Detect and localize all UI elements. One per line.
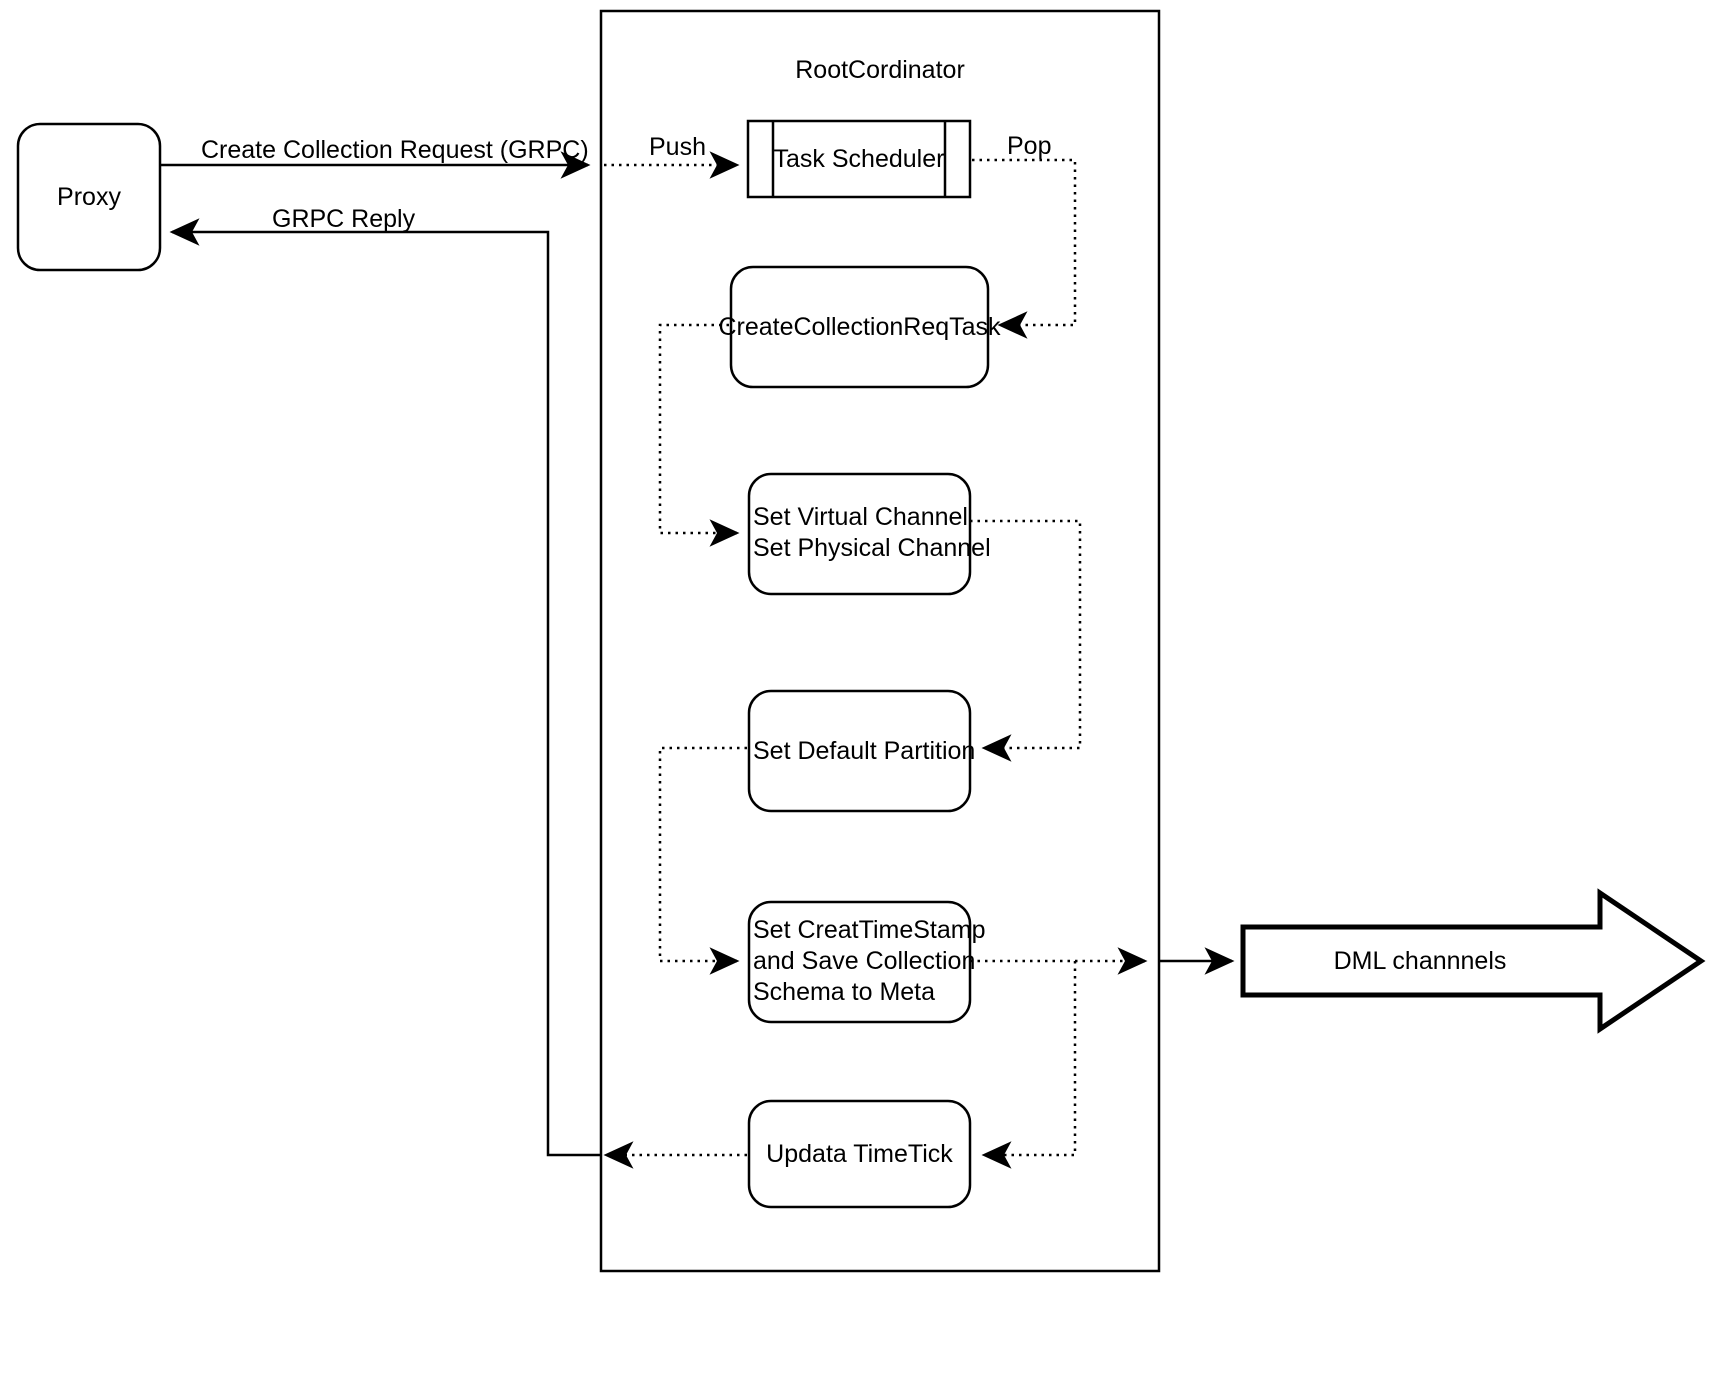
edge-label-push: Push (649, 133, 706, 161)
set-timestamp-save-meta-node-shape[interactable] (747, 900, 972, 1024)
edge-label-create-collection-request: Create Collection Request (GRPC) (201, 136, 589, 164)
rootcordinator-container (599, 9, 1161, 1273)
task-scheduler-node-shape[interactable] (746, 119, 972, 199)
dml-channels-node-shape[interactable] (1240, 888, 1706, 1034)
proxy-node-shape[interactable] (16, 122, 162, 272)
edge-task-to-set-channels (658, 323, 740, 547)
set-channels-node-shape[interactable] (747, 472, 972, 596)
edge-default-partition-to-timestamp (658, 746, 747, 975)
edge-set-channels-to-default-partition (970, 519, 1082, 762)
set-default-partition-node-shape[interactable] (747, 689, 972, 813)
update-timetick-node-shape[interactable] (747, 1099, 972, 1209)
edge-label-pop: Pop (1007, 132, 1052, 160)
edge-label-grpc-reply: GRPC Reply (272, 205, 416, 233)
create-collection-req-task-node-shape[interactable] (729, 265, 990, 389)
edge-grpc-reply (169, 218, 601, 1157)
